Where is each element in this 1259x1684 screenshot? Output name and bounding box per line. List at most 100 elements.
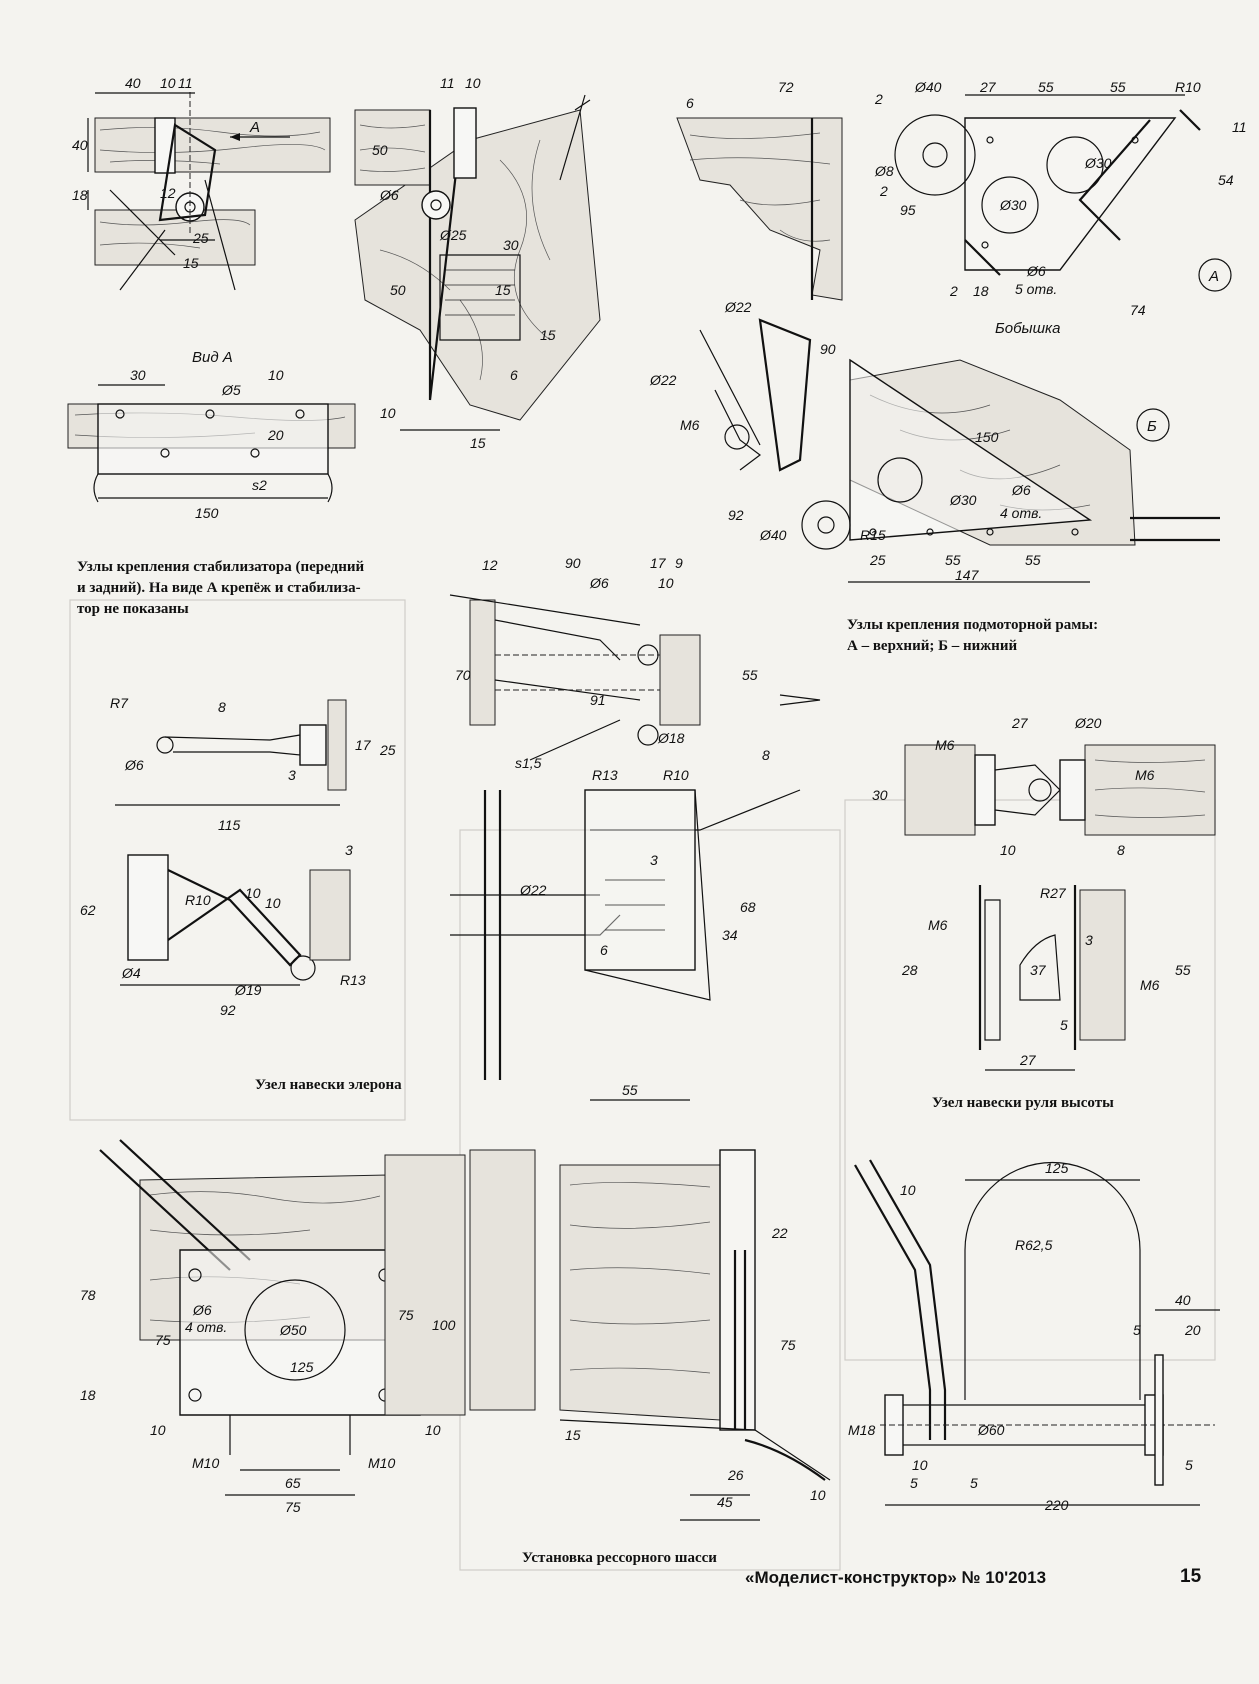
dim-label: 75 xyxy=(155,1332,171,1348)
dim-label: 5 xyxy=(910,1475,918,1491)
caption-line: Узлы крепления стабилизатора (передний xyxy=(77,559,365,575)
dim-label: 6 xyxy=(686,95,694,111)
dim-label: 95 xyxy=(900,202,916,218)
boss-label: Бобышка xyxy=(995,320,1060,337)
dim-label: 15 xyxy=(565,1427,581,1443)
dim-label: R7 xyxy=(110,695,129,711)
dim-label: 6 xyxy=(510,367,518,383)
dim-label: Ø30 xyxy=(999,197,1027,213)
dim-label: 30 xyxy=(130,367,146,383)
dim-label: 4 отв. xyxy=(185,1319,227,1335)
dim-label: 25 xyxy=(192,230,209,246)
dim-label: Ø8 xyxy=(874,163,894,179)
dim-label: 91 xyxy=(590,692,606,708)
dim-label: 55 xyxy=(622,1082,638,1098)
engine-mount-b-drawing xyxy=(699,318,1220,583)
dim-label: Ø40 xyxy=(914,79,942,95)
dim-label: 2 xyxy=(879,183,888,199)
dim-label: R10 xyxy=(663,767,689,783)
dim-label: 27 xyxy=(1011,715,1029,731)
stabilizer-rear-drawing xyxy=(354,94,601,431)
dim-label: 70 xyxy=(455,667,471,683)
dim-label: 90 xyxy=(565,555,581,571)
dim-label: 22 xyxy=(771,1225,788,1241)
dim-label: Ø4 xyxy=(121,965,141,981)
dim-label: 4 отв. xyxy=(1000,505,1042,521)
dim-label: 75 xyxy=(285,1499,301,1515)
dim-label: Ø6 xyxy=(1026,263,1046,279)
page-number: 15 xyxy=(1180,1566,1202,1587)
caption-landing-gear: Установка рессорного шасси xyxy=(522,1550,717,1566)
dim-label: 20 xyxy=(1184,1322,1201,1338)
dim-label: 5 отв. xyxy=(1015,281,1057,297)
dim-label: 34 xyxy=(722,927,738,943)
dim-label: 26 xyxy=(727,1467,744,1483)
caption-engine-mount: Узлы крепления подмоторной рамы: А – вер… xyxy=(847,615,1207,657)
dim-label: 147 xyxy=(955,567,980,583)
dim-label: 10 xyxy=(425,1422,441,1438)
dim-label: 28 xyxy=(901,962,918,978)
dim-label: 220 xyxy=(1044,1497,1069,1513)
dim-label: s1,5 xyxy=(515,755,542,771)
dim-label: Ø6 xyxy=(124,757,144,773)
dim-label: 45 xyxy=(717,1494,733,1510)
dim-label: 11 xyxy=(178,75,193,91)
engine-mount-a-drawing xyxy=(676,94,1232,301)
dim-label: 55 xyxy=(1110,79,1126,95)
dim-label: 5 xyxy=(1060,1017,1068,1033)
dim-label: 25 xyxy=(869,552,886,568)
caption-line: тор не показаны xyxy=(77,601,189,617)
dim-label: Ø6 xyxy=(379,187,399,203)
dim-label: 92 xyxy=(728,507,744,523)
dim-label: 54 xyxy=(1218,172,1234,188)
dim-label: 18 xyxy=(80,1387,96,1403)
dim-label: 40 xyxy=(1175,1292,1191,1308)
dim-label: 10 xyxy=(380,405,396,421)
dim-label: 92 xyxy=(220,1002,236,1018)
dim-label: Ø22 xyxy=(649,372,677,388)
caption-aileron: Узел навески элерона xyxy=(255,1077,402,1093)
dim-label: 11 xyxy=(1232,119,1247,135)
dim-label: Ø19 xyxy=(234,982,262,998)
dim-label: Ø5 xyxy=(221,382,241,398)
dim-label: 10 xyxy=(810,1487,826,1503)
caption-line: А – верхний; Б – нижний xyxy=(847,638,1018,654)
dim-label: 3 xyxy=(288,767,296,783)
dim-label: 55 xyxy=(1025,552,1041,568)
stabilizer-front-drawing xyxy=(87,92,331,291)
dim-label: 8 xyxy=(762,747,770,763)
caption-elevator: Узел навески руля высоты xyxy=(932,1095,1114,1111)
dim-label: М10 xyxy=(192,1455,219,1471)
dim-label: 115 xyxy=(218,817,241,833)
dim-label: R15 xyxy=(860,527,886,543)
marker-a: А xyxy=(1208,268,1219,285)
dim-label: 90 xyxy=(820,341,836,357)
dim-label: s2 xyxy=(252,477,267,493)
caption-stabilizer: Узлы крепления стабилизатора (передний и… xyxy=(77,557,437,620)
dim-label: Ø25 xyxy=(439,227,467,243)
dim-label: Ø40 xyxy=(759,527,787,543)
dim-label: 10 xyxy=(658,575,674,591)
dim-label: 65 xyxy=(285,1475,301,1491)
dim-label: 15 xyxy=(495,282,511,298)
dim-label: 3 xyxy=(1085,932,1093,948)
dim-label: 5 xyxy=(1185,1457,1193,1473)
dim-label: 75 xyxy=(780,1337,796,1353)
dim-label: 12 xyxy=(160,185,176,201)
dim-label: Ø6 xyxy=(1011,482,1031,498)
dim-label: 10 xyxy=(160,75,176,91)
dim-label: 12 xyxy=(482,557,498,573)
dim-label: 10 xyxy=(900,1182,916,1198)
dim-label: 8 xyxy=(1117,842,1125,858)
gear-front-drawing xyxy=(99,1139,536,1496)
dim-label: 3 xyxy=(345,842,353,858)
center-hinge-drawing xyxy=(449,594,821,1101)
gear-leg-drawing xyxy=(854,1159,1220,1506)
dim-label: 55 xyxy=(945,552,961,568)
dim-label: 50 xyxy=(390,282,406,298)
dim-label: 6 xyxy=(600,942,608,958)
dim-label: 25 xyxy=(379,742,396,758)
elevator-hinge-drawing xyxy=(904,744,1216,1071)
dim-label: 125 xyxy=(1045,1160,1069,1176)
